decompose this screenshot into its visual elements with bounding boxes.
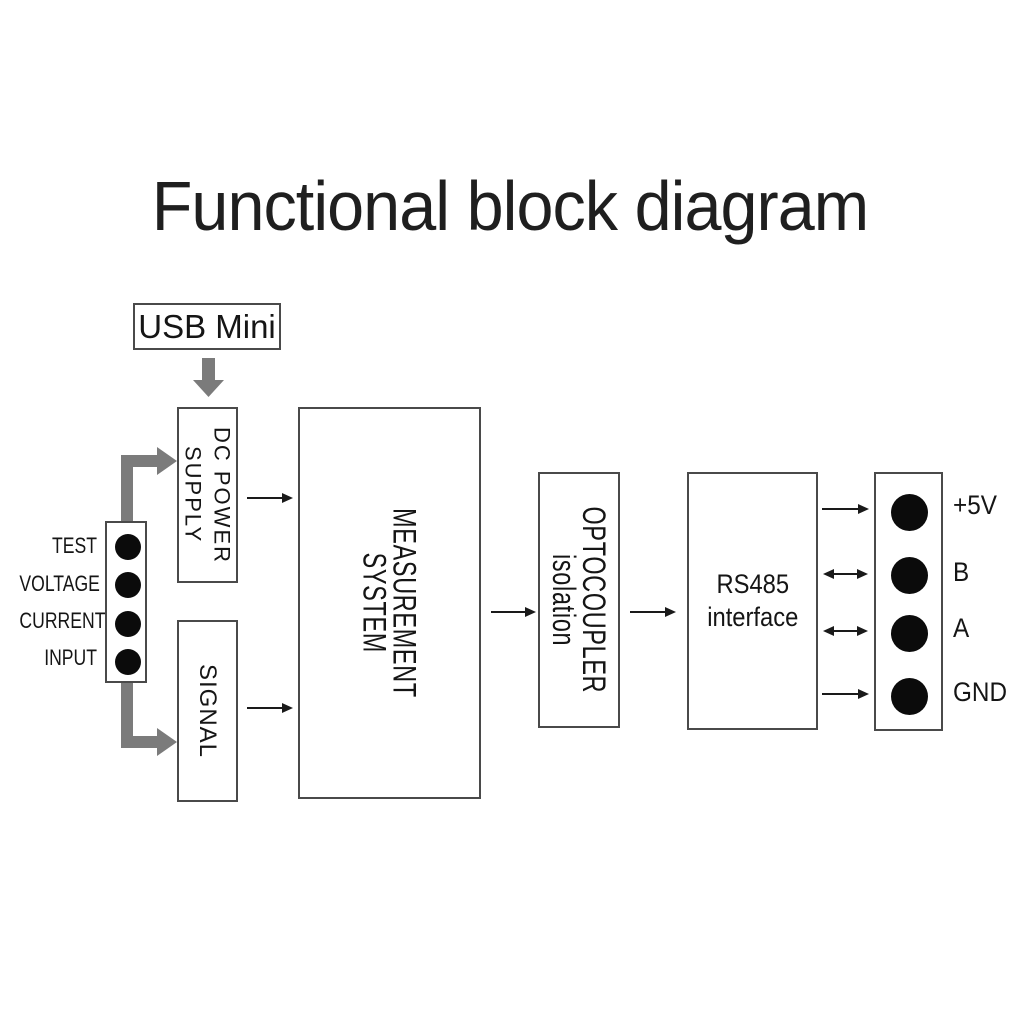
optocoupler-to-rs485-arrow: [630, 607, 676, 617]
measurement-system-box: MEASUREMENT SYSTEM: [298, 407, 481, 799]
output-terminal-block: [874, 472, 943, 731]
input-label-input: INPUT: [44, 645, 97, 670]
measurement-to-optocoupler-arrow: [491, 607, 536, 617]
rs485-a-bidirectional-arrow: [823, 626, 868, 636]
input-terminal-dot: [115, 611, 141, 637]
rs485-interface-box: RS485 interface: [687, 472, 818, 730]
signal-to-measurement-arrow: [247, 703, 293, 713]
usb-mini-box: USB Mini: [133, 303, 281, 350]
dc-power-supply-label: DC POWER SUPPLY: [180, 426, 235, 564]
rs485-to-5v-arrow: [822, 504, 869, 514]
dc-power-supply-box: DC POWER SUPPLY: [177, 407, 238, 583]
input-terminal-block: [105, 521, 147, 683]
page-title: Functional block diagram: [151, 167, 869, 245]
input-terminal-dot: [115, 649, 141, 675]
pin-label-a: A: [953, 613, 970, 643]
input-label-voltage: VOLTAGE: [19, 571, 100, 596]
usb-mini-label: USB Mini: [138, 307, 276, 345]
signal-label: SIGNAL: [194, 663, 221, 759]
optocoupler-isolation-label: OPTOCOUPLER isolation: [546, 506, 612, 694]
pin-label-5v: +5V: [953, 490, 997, 520]
input-label-current: CURRENT: [19, 608, 106, 633]
output-terminal-dot: [891, 678, 928, 715]
optocoupler-isolation-box: OPTOCOUPLER isolation: [538, 472, 620, 728]
usb-to-dcpower-arrow: [193, 358, 224, 397]
pin-label-b: B: [953, 557, 970, 587]
rs485-b-bidirectional-arrow: [823, 569, 868, 579]
port-to-signal-elbow-arrow: [121, 683, 177, 756]
input-terminal-dot: [115, 534, 141, 560]
input-label-test: TEST: [52, 533, 97, 558]
dcpower-to-measurement-arrow: [247, 493, 293, 503]
port-to-dcpower-elbow-arrow: [121, 447, 177, 521]
measurement-system-label: MEASUREMENT SYSTEM: [356, 508, 423, 698]
input-terminal-dot: [115, 572, 141, 598]
output-terminal-dot: [891, 494, 928, 531]
rs485-to-gnd-arrow: [822, 689, 869, 699]
signal-box: SIGNAL: [177, 620, 238, 802]
output-terminal-dot: [891, 615, 928, 652]
output-terminal-dot: [891, 557, 928, 594]
pin-label-gnd: GND: [953, 677, 1007, 707]
rs485-interface-label: RS485 interface: [706, 569, 799, 632]
